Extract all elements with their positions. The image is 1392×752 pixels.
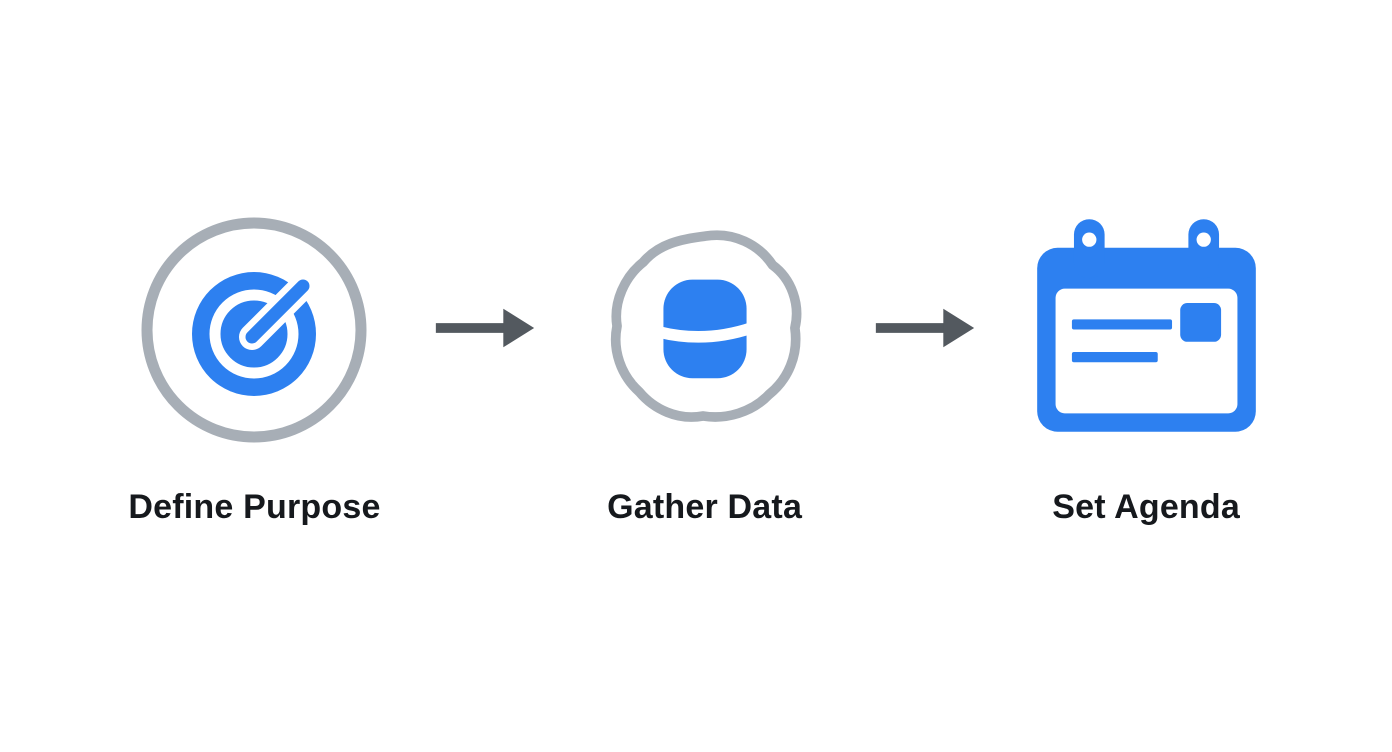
step-icon-box (134, 205, 374, 450)
step-define-purpose: Define Purpose (128, 205, 380, 527)
step-label: Gather Data (607, 488, 803, 526)
process-flow-diagram: Define Purpose Gather Data (0, 205, 1392, 527)
target-bullseye-icon (141, 217, 367, 442)
database-icon (610, 229, 801, 422)
step-icon-box (1029, 205, 1264, 450)
connector-1 (426, 205, 544, 450)
step-set-agenda: Set Agenda (1029, 205, 1264, 527)
step-label: Set Agenda (1052, 488, 1240, 526)
step-gather-data: Gather Data (589, 205, 821, 527)
connector-2 (866, 205, 984, 450)
arrow-right-icon (435, 308, 534, 347)
arrow-right-icon (875, 308, 974, 347)
step-label: Define Purpose (128, 488, 381, 526)
calendar-icon (1036, 219, 1256, 432)
step-icon-box (589, 205, 821, 450)
